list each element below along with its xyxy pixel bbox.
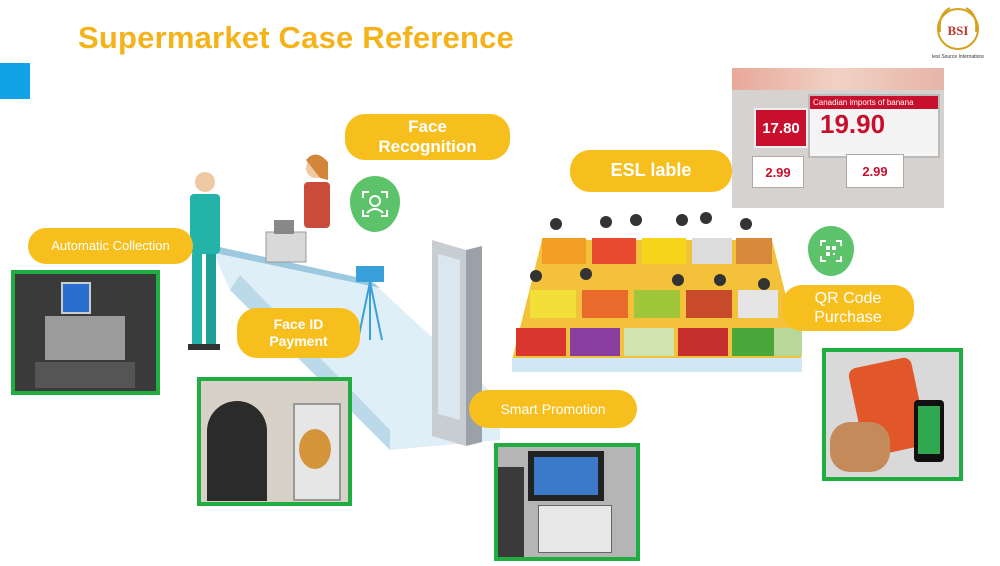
face-id-payment-photo (197, 377, 352, 506)
esl-price-4: 2.99 (846, 154, 904, 188)
label-esl: ESL lable (570, 150, 732, 192)
esl-main-price: 19.90 (820, 109, 886, 139)
esl-price-2: 17.80 (754, 108, 808, 148)
qr-purchase-photo (822, 348, 963, 481)
bsi-logo: BSI Best Source International (930, 2, 986, 60)
label-qr-code-purchase: QR Code Purchase (782, 285, 914, 331)
label-face-id-payment: Face ID Payment (237, 308, 360, 358)
page-title: Supermarket Case Reference (78, 20, 514, 55)
accent-tab (0, 63, 30, 99)
esl-price-3: 2.99 (752, 156, 804, 188)
esl-header: Canadian imports of banana (810, 96, 938, 109)
svg-text:Best Source International: Best Source International (932, 54, 984, 60)
qr-code-icon (808, 226, 854, 276)
label-automatic-collection: Automatic Collection (28, 228, 193, 264)
esl-photo: Canadian imports of banana 19.90 17.80 2… (732, 68, 944, 208)
label-face-recognition: Face Recognition (345, 114, 510, 160)
label-smart-promotion: Smart Promotion (469, 390, 637, 428)
face-scan-icon (350, 176, 400, 232)
self-checkout-photo (11, 270, 160, 395)
produce-shelf-illustration (512, 212, 802, 372)
smart-promotion-photo (494, 443, 640, 561)
svg-text:BSI: BSI (948, 23, 969, 38)
